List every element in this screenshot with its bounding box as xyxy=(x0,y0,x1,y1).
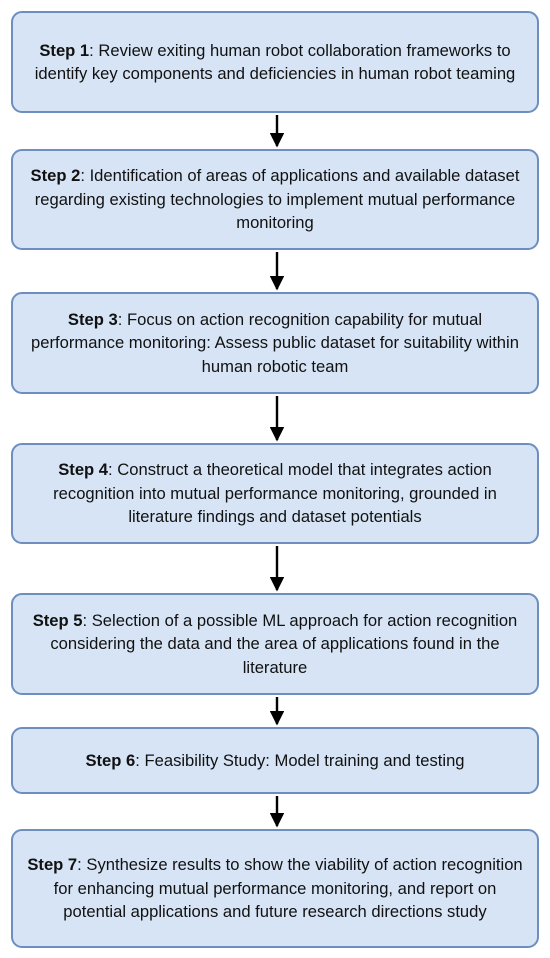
step-3-label: Step 3 xyxy=(67,309,118,329)
step-1-label: Step 1 xyxy=(39,40,90,60)
step-7-label: Step 7 xyxy=(27,855,78,875)
step-7-text: Step 7: Synthesize results to show the v… xyxy=(21,853,529,924)
step-1-text: Step 1: Review exiting human robot colla… xyxy=(21,39,529,86)
step-3-description: : Focus on action recognition capability… xyxy=(31,309,519,376)
step-5-label: Step 5 xyxy=(32,610,83,630)
step-1-description: : Review exiting human robot collaborati… xyxy=(34,40,516,84)
step-2-text: Step 2: Identification of areas of appli… xyxy=(21,164,529,235)
step-7-box: Step 7: Synthesize results to show the v… xyxy=(11,829,539,948)
step-2-description: : Identification of areas of application… xyxy=(34,166,520,233)
step-4-box: Step 4: Construct a theoretical model th… xyxy=(11,443,539,544)
step-4-text: Step 4: Construct a theoretical model th… xyxy=(21,458,529,529)
step-7-description: : Synthesize results to show the viabili… xyxy=(53,855,523,922)
step-5-box: Step 5: Selection of a possible ML appro… xyxy=(11,593,539,695)
step-2-box: Step 2: Identification of areas of appli… xyxy=(11,149,539,250)
step-4-description: : Construct a theoretical model that int… xyxy=(53,460,497,527)
step-6-description: : Feasibility Study: Model training and … xyxy=(135,750,465,770)
step-2-label: Step 2 xyxy=(30,166,81,186)
step-4-label: Step 4 xyxy=(58,460,109,480)
step-6-label: Step 6 xyxy=(85,750,136,770)
step-6-box: Step 6: Feasibility Study: Model trainin… xyxy=(11,727,539,794)
step-5-description: : Selection of a possible ML approach fo… xyxy=(50,610,518,677)
step-6-text: Step 6: Feasibility Study: Model trainin… xyxy=(85,749,464,773)
step-5-text: Step 5: Selection of a possible ML appro… xyxy=(21,609,529,680)
step-3-box: Step 3: Focus on action recognition capa… xyxy=(11,292,539,394)
step-1-box: Step 1: Review exiting human robot colla… xyxy=(11,11,539,113)
step-3-text: Step 3: Focus on action recognition capa… xyxy=(21,308,529,379)
